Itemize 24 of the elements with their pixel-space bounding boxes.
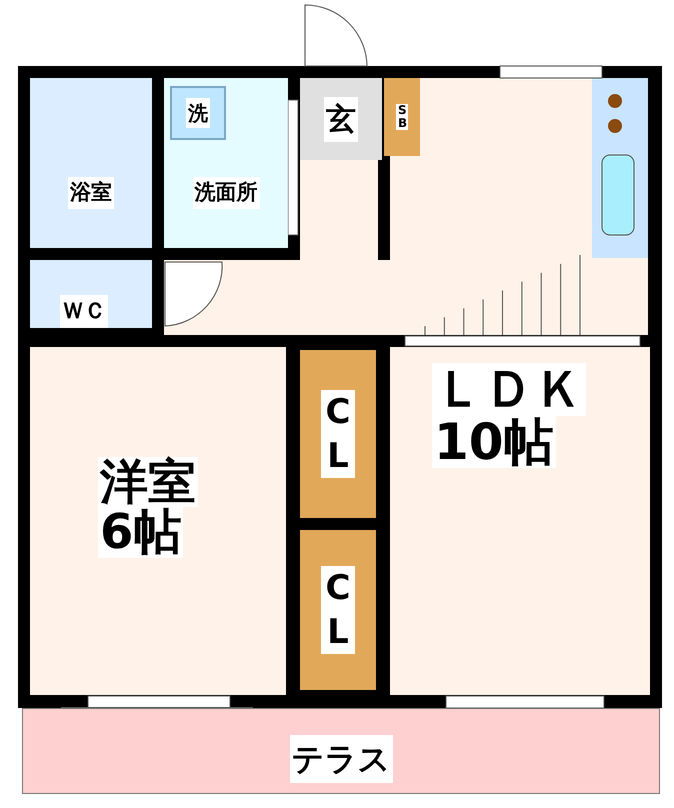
room-label: 洋室 <box>98 457 198 508</box>
terrace <box>22 708 660 794</box>
room-label: 洗 <box>186 98 210 128</box>
room-label: CL <box>321 390 355 478</box>
western-room <box>30 347 286 695</box>
room-label: ＬＤＫ <box>432 363 586 416</box>
room-label: SB <box>396 104 408 130</box>
washing-machine <box>170 86 226 140</box>
room-label: ＷＣ <box>60 295 108 328</box>
closet <box>300 530 376 690</box>
room-label: 洗面所 <box>192 177 260 209</box>
room-label: 10帖 <box>432 416 556 468</box>
washroom <box>164 78 288 248</box>
room-label: テラス <box>290 735 392 783</box>
room-label: 浴室 <box>68 177 114 209</box>
shoe-box <box>384 78 420 156</box>
room-label: 玄 <box>324 96 358 142</box>
room-label: CL <box>321 566 355 654</box>
bathroom <box>30 78 152 248</box>
toilet-room <box>30 260 152 328</box>
closet <box>300 350 376 518</box>
living-dining-kitchen <box>390 347 650 695</box>
entrance <box>300 78 382 160</box>
room-label: 6帖 <box>98 507 184 558</box>
